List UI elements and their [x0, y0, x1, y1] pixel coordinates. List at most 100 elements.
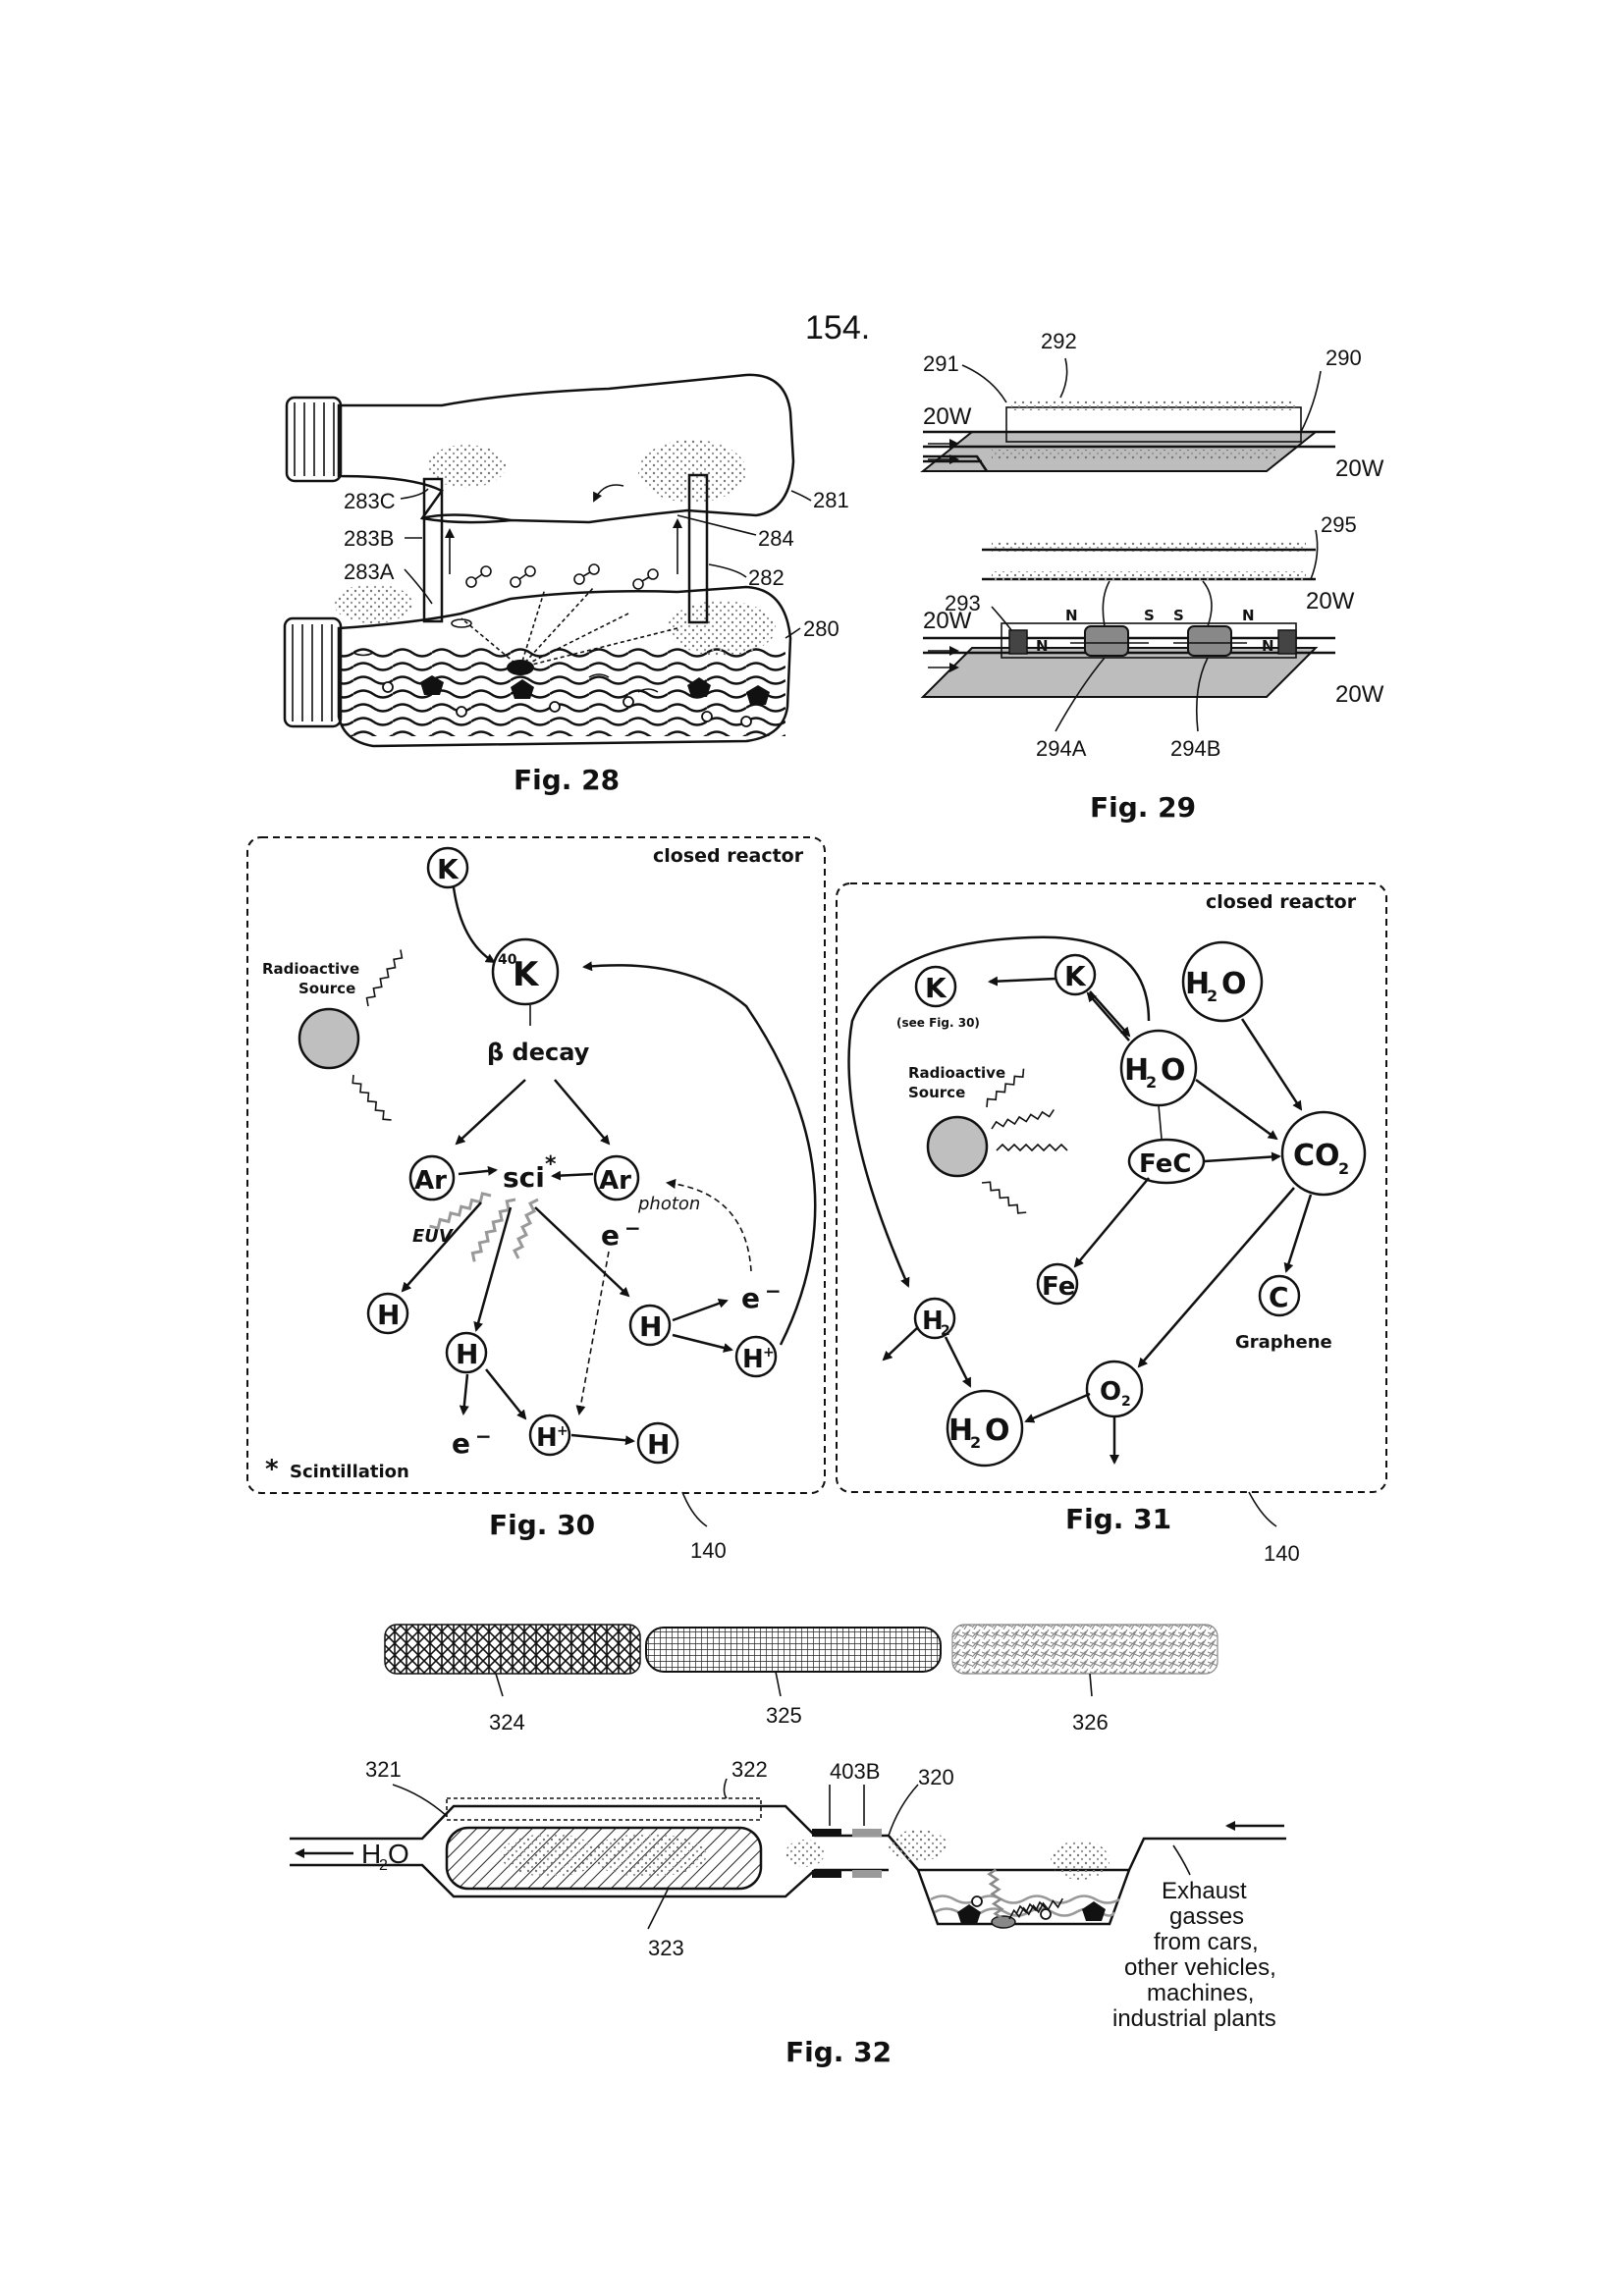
sample-325 [646, 1628, 941, 1672]
molecule-icons [466, 564, 658, 589]
figure-29: 20W 20W 291 292 290 N N S S N N 20W 20W … [923, 329, 1384, 824]
label-325: 325 [766, 1703, 802, 1728]
text-H-3: H [639, 1310, 662, 1343]
text-Hplus-1-sign: + [557, 1423, 568, 1439]
label-EUV: EUV [412, 1226, 455, 1247]
text-Hplus-1: H [536, 1423, 558, 1453]
text-H-1: H [377, 1299, 400, 1331]
valve-403B-c [852, 1829, 882, 1837]
text-sci: sci [503, 1161, 545, 1194]
text-Ar-left: Ar [414, 1166, 447, 1196]
text-H2O-mid-2: 2 [1146, 1073, 1157, 1092]
text-electron-e1: e [601, 1219, 620, 1252]
text-Hplus-2: H [742, 1345, 764, 1374]
caption-fig31: Fig. 31 [1065, 1503, 1171, 1535]
bottle-280 [285, 584, 790, 746]
text-H2-2: 2 [941, 1323, 950, 1339]
text-electron-minus1: − [624, 1216, 641, 1240]
figure-31: closed reactor Radioactive Source K (see… [837, 883, 1386, 1566]
coil-294A [1085, 626, 1128, 656]
label-140-fig30: 140 [690, 1538, 727, 1563]
text-H2O-mid-O: O [1161, 1053, 1186, 1088]
valve-403B-a [812, 1829, 841, 1837]
radioactive-source-circle-31 [928, 1117, 987, 1176]
text-electron-minus2: − [475, 1424, 492, 1448]
magnet-293-left [1009, 630, 1027, 654]
exhaust-line3: from cars, [1154, 1929, 1259, 1955]
pole-N-4: N [1262, 637, 1274, 655]
label-284: 284 [758, 526, 794, 551]
coil-292 [1011, 400, 1296, 410]
text-C: C [1269, 1281, 1289, 1313]
label-291: 291 [923, 351, 959, 376]
label-280: 280 [803, 616, 839, 641]
label-140-fig31: 140 [1264, 1541, 1300, 1566]
radioactive-source-line1-31: Radioactive [908, 1064, 1005, 1082]
text-K-31b: K [1064, 960, 1087, 992]
pole-N-1: N [1036, 637, 1049, 655]
text-H2O-bottom-2: 2 [970, 1433, 981, 1452]
valve-403B-d [852, 1870, 882, 1878]
radioactive-source-line2-30: Source [298, 980, 355, 997]
caption-fig29: Fig. 29 [1090, 791, 1196, 824]
label-294A: 294A [1036, 736, 1087, 761]
text-O2-O: O [1100, 1377, 1121, 1407]
label-293: 293 [945, 591, 981, 615]
caption-fig28: Fig. 28 [514, 764, 620, 796]
magnet-293-right [1278, 630, 1296, 654]
label-20W-a: 20W [923, 403, 972, 430]
radioactive-source-line1-30: Radioactive [262, 960, 359, 978]
text-sci-star: * [545, 1152, 557, 1177]
label-20W-d: 20W [1335, 681, 1384, 708]
liquid-waves [342, 648, 785, 736]
text-H2O-bottom-O: O [985, 1414, 1010, 1448]
text-electron-e3: e [741, 1282, 760, 1314]
label-321: 321 [365, 1757, 402, 1782]
label-photon: photon [637, 1194, 700, 1214]
text-electron-minus3: − [765, 1279, 782, 1303]
radioactive-source-line2-31: Source [908, 1084, 965, 1101]
tube-283 [424, 479, 442, 621]
label-295: 295 [1321, 512, 1357, 537]
text-FeC: FeC [1139, 1149, 1191, 1179]
label-403B: 403B [830, 1759, 880, 1784]
text-O2-2: 2 [1121, 1394, 1131, 1410]
figure-28: 281 284 282 280 283C 283B 283A Fig. 28 [285, 375, 849, 796]
text-40K: K [513, 955, 540, 994]
coil-294B [1188, 626, 1231, 656]
text-K-31a: K [925, 972, 947, 1004]
label-290: 290 [1326, 346, 1362, 370]
label-320: 320 [918, 1765, 954, 1789]
label-322: 322 [731, 1757, 768, 1782]
label-324: 324 [489, 1710, 525, 1735]
beta-decay-label: β decay [487, 1039, 590, 1066]
label-323: 323 [648, 1936, 684, 1960]
exhaust-line1: Exhaust [1162, 1878, 1247, 1904]
text-CO2: CO [1293, 1139, 1340, 1173]
label-282: 282 [748, 565, 785, 590]
pole-N-2: N [1065, 607, 1078, 624]
text-Hplus-2-sign: + [763, 1345, 775, 1361]
text-H-4: H [647, 1428, 670, 1461]
pole-N-3: N [1242, 607, 1255, 624]
figure-30: closed reactor Radioactive Source K 40 K… [247, 837, 825, 1563]
exhaust-line2: gasses [1169, 1903, 1244, 1930]
pole-S-2: S [1173, 607, 1184, 624]
valve-403B-b [812, 1870, 841, 1878]
label-water-O: O [388, 1839, 409, 1869]
text-K-30: K [437, 853, 460, 885]
label-water-2: 2 [379, 1857, 388, 1874]
reactor-label-31: closed reactor [1206, 891, 1357, 913]
page-number: 154. [805, 309, 870, 347]
exhaust-line4: other vehicles, [1124, 1954, 1276, 1981]
text-electron-e2: e [452, 1427, 470, 1460]
text-Fe: Fe [1042, 1272, 1075, 1302]
text-CO2-2: 2 [1338, 1159, 1349, 1178]
label-326: 326 [1072, 1710, 1109, 1735]
label-292: 292 [1041, 329, 1077, 353]
label-graphene: Graphene [1235, 1332, 1332, 1353]
label-283A: 283A [344, 560, 395, 584]
sample-324 [385, 1625, 640, 1674]
text-H2O-top-O: O [1221, 967, 1247, 1001]
